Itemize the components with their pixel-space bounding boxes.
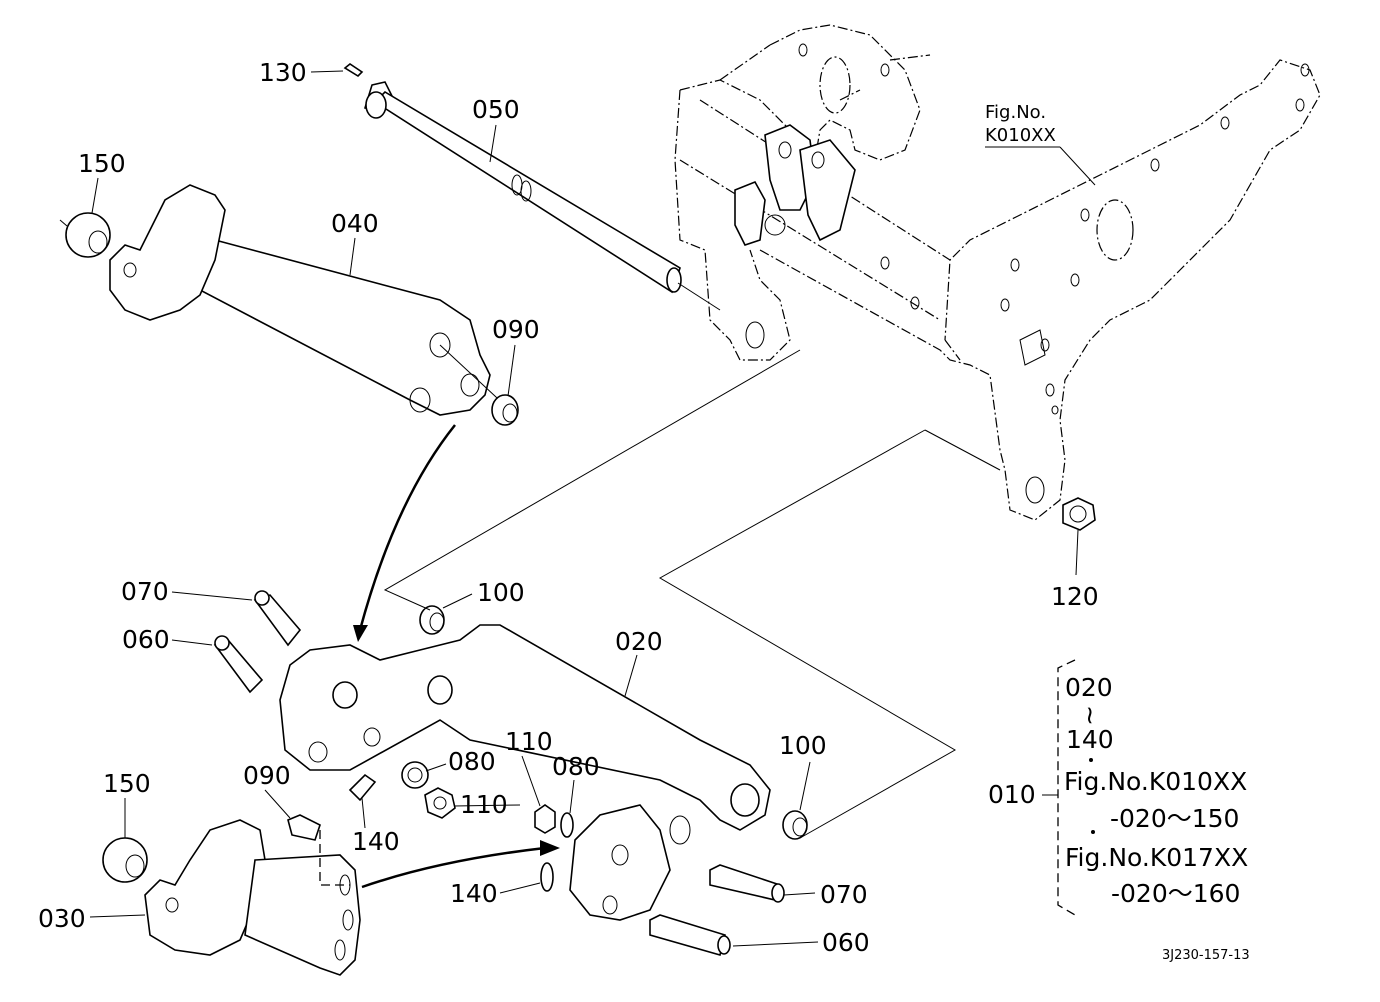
legend-ref2: Fig.No.K017XX	[1065, 843, 1248, 872]
pin-060-right	[649, 914, 731, 956]
shaft-050	[363, 81, 721, 311]
callout-150-top: 150	[78, 149, 126, 178]
callout-070-left: 070	[121, 577, 169, 606]
spring-pin-140-right	[540, 862, 554, 892]
legend-assembly-id: 010	[988, 780, 1036, 809]
callout-020: 020	[615, 627, 663, 656]
callout-060-left: 060	[122, 625, 170, 654]
assembly-arrows	[319, 349, 1001, 889]
pin-070-left	[253, 590, 302, 647]
legend-dot-2	[1091, 830, 1095, 834]
nut-120	[1062, 497, 1096, 531]
callout-080-left: 080	[448, 747, 496, 776]
lower-link-040	[109, 184, 511, 416]
legend-range-end: 140	[1066, 725, 1114, 754]
nut-110-right	[534, 804, 556, 834]
callout-090-top: 090	[492, 315, 540, 344]
callout-100-right: 100	[779, 731, 827, 760]
legend-ref1: Fig.No.K010XX	[1064, 767, 1247, 796]
assembly-legend: 010 020 ~ 140 Fig.No.K010XX -020～150 Fig…	[988, 659, 1248, 916]
legend-range-symbol: ~	[1076, 705, 1105, 726]
pin-130	[343, 63, 364, 78]
legend-dot-1	[1089, 758, 1093, 762]
bushing-100-left	[419, 605, 445, 635]
callout-060-right: 060	[822, 928, 870, 957]
spring-pin-140-left	[348, 773, 377, 802]
frame-reference-outline	[674, 24, 1321, 521]
fig-reference: Fig.No. K010XX	[985, 102, 1056, 146]
bushing-090-bottom	[287, 814, 321, 841]
legend-range-start: 020	[1065, 673, 1113, 702]
washer-080-right	[560, 812, 574, 838]
callout-150-bottom: 150	[103, 769, 151, 798]
ball-150-bottom	[102, 837, 148, 883]
bushing-090-top	[491, 394, 519, 426]
lower-link-hook-030	[144, 819, 361, 976]
pin-070-right	[709, 864, 785, 903]
callout-080-right: 080	[552, 752, 600, 781]
callout-070-right: 070	[820, 880, 868, 909]
washer-080-left	[401, 761, 429, 789]
nut-110-left	[424, 787, 456, 819]
callout-040: 040	[331, 209, 379, 238]
legend-ref1-range: -020～150	[1110, 804, 1239, 833]
legend-ref2-range: -020～160	[1111, 879, 1240, 908]
ball-150-top	[65, 212, 111, 258]
callout-050: 050	[472, 95, 520, 124]
fig-reference-line1: Fig.No.	[985, 102, 1046, 123]
callout-130: 130	[259, 58, 307, 87]
callout-090-bottom: 090	[243, 761, 291, 790]
callout-110-right: 110	[505, 727, 553, 756]
callout-140-left: 140	[352, 827, 400, 856]
drawing-code: 3J230-157-13	[1162, 948, 1250, 963]
callout-labels: 130 050 150 040 090 120 070 100 060 020 …	[38, 58, 1099, 957]
callout-120: 120	[1051, 582, 1099, 611]
callout-100-left: 100	[477, 578, 525, 607]
callout-110-left: 110	[460, 790, 508, 819]
callout-030: 030	[38, 904, 86, 933]
bushing-100-right	[782, 810, 808, 840]
callout-leaders	[59, 70, 1079, 947]
fig-reference-line2: K010XX	[985, 125, 1056, 146]
callout-140-right: 140	[450, 879, 498, 908]
pin-060-left	[213, 635, 264, 694]
bracket-020	[279, 624, 771, 921]
